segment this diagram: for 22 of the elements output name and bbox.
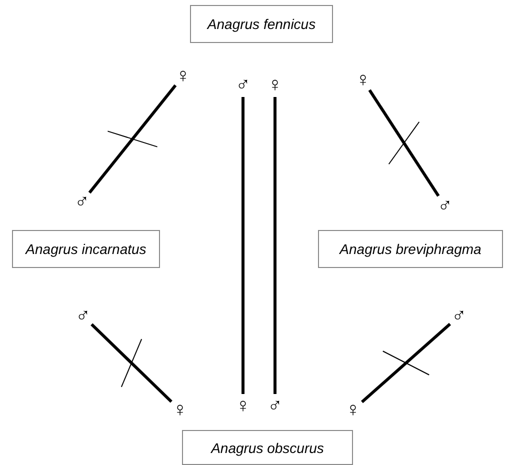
cross-line xyxy=(90,323,172,403)
sex-symbol: ♀ xyxy=(267,75,283,95)
species-box: Anagrus fennicus xyxy=(190,5,333,43)
sex-symbol: ♀ xyxy=(175,66,191,86)
sex-symbol: ♂ xyxy=(235,75,251,95)
sex-symbol: ♂ xyxy=(451,306,467,326)
cross-line xyxy=(368,89,440,197)
cross-line xyxy=(88,84,177,194)
sex-symbol: ♂ xyxy=(437,196,453,216)
cross-line xyxy=(360,322,452,404)
sex-symbol: ♀ xyxy=(235,396,251,416)
sex-symbol: ♂ xyxy=(74,192,90,212)
sex-symbol: ♂ xyxy=(267,396,283,416)
sex-symbol: ♀ xyxy=(345,400,361,420)
cross-line xyxy=(274,97,276,394)
sex-symbol: ♀ xyxy=(172,400,188,420)
species-box: Anagrus obscurus xyxy=(182,430,353,465)
cross-line xyxy=(242,97,244,394)
species-box: Anagrus breviphragma xyxy=(318,230,503,268)
sex-symbol: ♂ xyxy=(75,306,91,326)
sex-symbol: ♀ xyxy=(355,70,371,90)
species-box: Anagrus incarnatus xyxy=(12,230,160,268)
